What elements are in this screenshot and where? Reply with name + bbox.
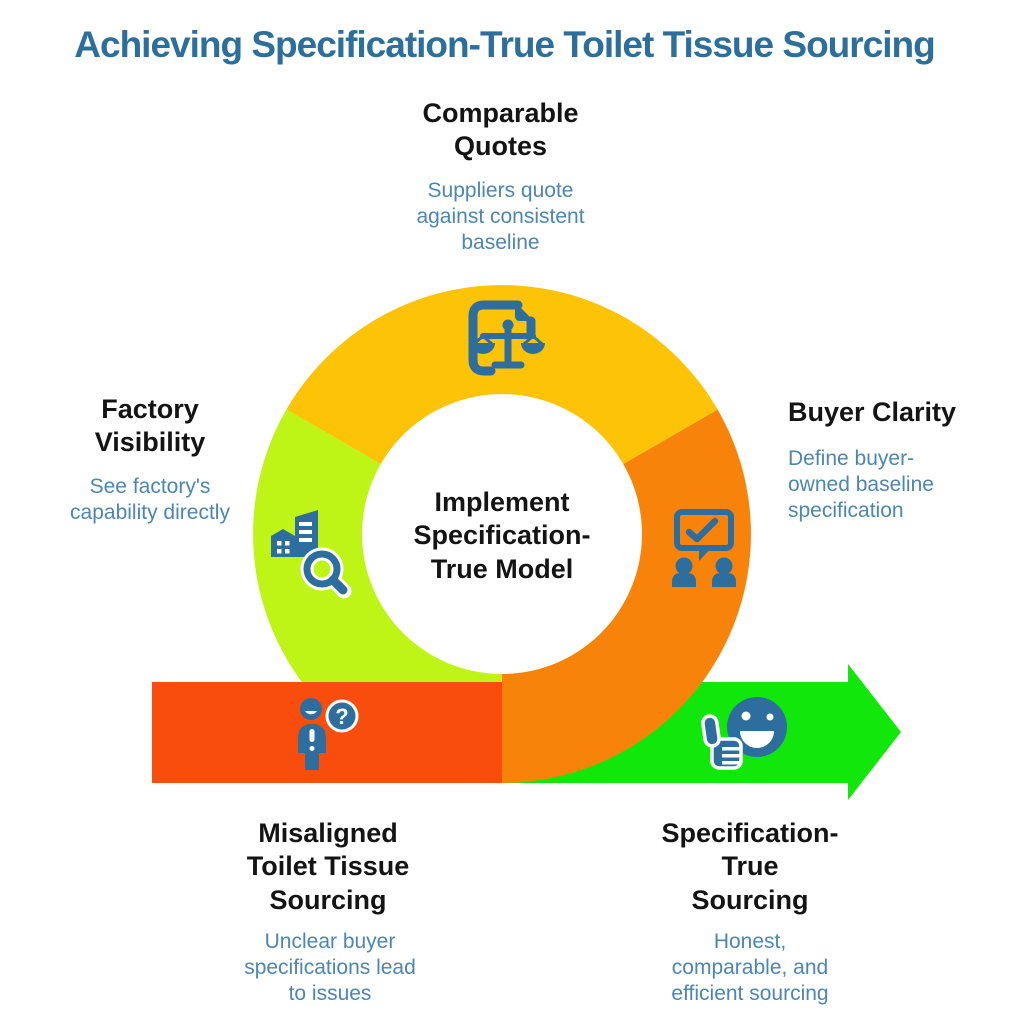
page-title: Achieving Specification-True Toilet Tiss… (74, 24, 935, 65)
stage-heading-buyer-clarity: Buyer Clarity (788, 397, 957, 427)
segment-comparable-quotes (286, 285, 718, 464)
stage-heading-misaligned-sourcing: Misaligned Toilet Tissue Sourcing (246, 818, 410, 915)
center-label: Implement Specification- True Model (413, 487, 591, 584)
arrow-misaligned-sourcing (152, 682, 503, 783)
smiley-thumbsup-icon (701, 697, 787, 770)
stage-heading-comparable-quotes: Comparable Quotes (422, 98, 579, 162)
document-scales-icon (468, 300, 545, 376)
stage-description-comparable-quotes: Suppliers quote against consistent basel… (416, 179, 585, 254)
stage-description-misaligned-sourcing: Unclear buyer specifications lead to iss… (244, 930, 416, 1005)
question-mark-glyph: ? (335, 704, 348, 729)
discussion-check-icon (672, 509, 736, 587)
stage-description-factory-visibility: See factory's capability directly (70, 475, 230, 524)
stage-description-buyer-clarity: Define buyer- owned baseline specificati… (788, 447, 934, 522)
person-question-icon: ? (298, 698, 359, 770)
factory-search-icon (271, 510, 352, 599)
stage-heading-spec-true-sourcing: Specification- True Sourcing (661, 818, 839, 915)
stage-description-spec-true-sourcing: Honest, comparable, and efficient sourci… (671, 930, 829, 1005)
segment-buyer-clarity (502, 409, 751, 783)
stage-heading-factory-visibility: Factory Visibility (94, 394, 206, 458)
